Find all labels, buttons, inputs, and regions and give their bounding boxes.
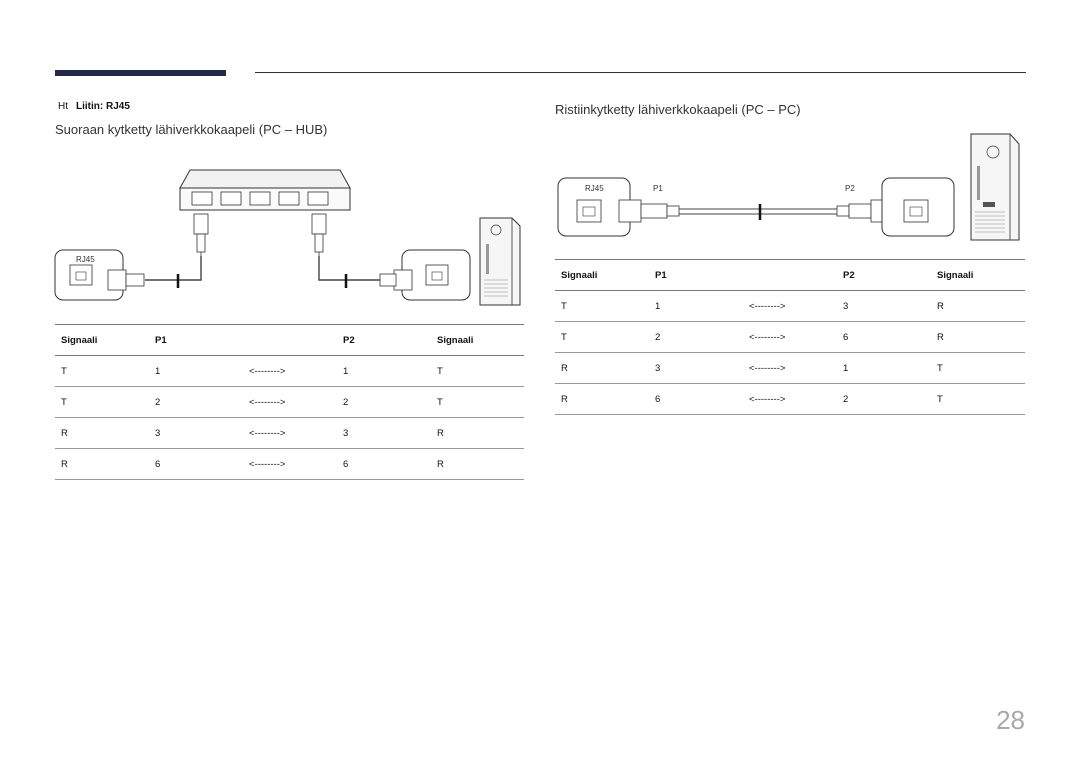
table-cell: T	[555, 321, 649, 353]
table-row: T 2 <--------> 6 R	[555, 321, 1025, 353]
header-cell	[743, 259, 837, 291]
table-cell: <-------->	[243, 386, 337, 418]
table-row: T 1 <--------> 1 T	[55, 355, 524, 387]
table-cell: 2	[149, 386, 243, 418]
table-cell: 1	[337, 355, 431, 387]
rj45-label-left: RJ45	[76, 255, 95, 264]
table-cell: 2	[837, 383, 931, 415]
table-row: R 3 <--------> 3 R	[55, 417, 524, 449]
page-number: 28	[996, 705, 1025, 735]
table-cell: 2	[649, 321, 743, 353]
table-cell: R	[431, 417, 524, 449]
header-accent-bar	[55, 70, 226, 76]
table-cell: <-------->	[743, 352, 837, 384]
left-signal-table: Signaali P1 P2 Signaali T 1 <--------> 1…	[55, 324, 524, 480]
header-cell: P2	[337, 324, 431, 356]
right-section-title: Ristiinkytketty lähiverkkokaapeli (PC – …	[555, 102, 801, 117]
table-row: R 6 <--------> 2 T	[555, 383, 1025, 415]
rj45-port-box-p2	[881, 177, 955, 237]
pc-tower-left-diagram	[479, 217, 521, 306]
crossover-cable	[679, 204, 847, 220]
table-cell: <-------->	[743, 383, 837, 415]
table-cell: T	[931, 383, 1025, 415]
table-cell: <-------->	[243, 417, 337, 449]
table-cell: R	[555, 352, 649, 384]
header-rule	[255, 72, 1026, 73]
rj45-label-right: RJ45	[585, 184, 604, 193]
table-cell: 3	[837, 290, 931, 322]
table-cell: T	[931, 352, 1025, 384]
rj45-port-box-p1	[557, 177, 631, 237]
table-header-row: Signaali P1 P2 Signaali	[55, 324, 524, 356]
table-header-row: Signaali P1 P2 Signaali	[555, 259, 1025, 291]
plug-p1	[618, 199, 680, 223]
cable-left	[145, 256, 202, 281]
table-cell: T	[431, 355, 524, 387]
pc-tower-right-diagram	[970, 133, 1020, 241]
header-cell	[243, 324, 337, 356]
table-cell: <-------->	[243, 448, 337, 480]
header-cell: Signaali	[555, 259, 649, 291]
header-cell: P1	[649, 259, 743, 291]
table-cell: T	[55, 386, 149, 418]
table-row: T 1 <--------> 3 R	[555, 290, 1025, 322]
p2-label: P2	[845, 184, 855, 193]
right-signal-table: Signaali P1 P2 Signaali T 1 <--------> 3…	[555, 259, 1025, 415]
header-cell: Signaali	[931, 259, 1025, 291]
table-cell: <-------->	[743, 321, 837, 353]
left-section-title: Suoraan kytketty lähiverkkokaapeli (PC –…	[55, 122, 328, 137]
connector-label: Ht Liitin: RJ45	[58, 101, 130, 112]
table-cell: 2	[337, 386, 431, 418]
table-cell: 1	[837, 352, 931, 384]
table-cell: 6	[649, 383, 743, 415]
table-cell: R	[931, 290, 1025, 322]
header-cell: P1	[149, 324, 243, 356]
rj45-port-box-left	[54, 249, 145, 301]
table-cell: 3	[337, 417, 431, 449]
table-cell: 3	[149, 417, 243, 449]
table-cell: R	[431, 448, 524, 480]
table-cell: <-------->	[243, 355, 337, 387]
table-cell: 6	[337, 448, 431, 480]
table-cell: 6	[149, 448, 243, 480]
table-cell: 3	[649, 352, 743, 384]
p1-label: P1	[653, 184, 663, 193]
connector-label-prefix: Ht	[58, 101, 68, 112]
rj45-port-box-right	[379, 249, 471, 301]
table-cell: 1	[649, 290, 743, 322]
pc-hub-diagram: RJ45	[54, 169, 521, 306]
table-cell: R	[55, 448, 149, 480]
header-cell: Signaali	[431, 324, 524, 356]
table-cell: T	[55, 355, 149, 387]
hub-device	[179, 169, 351, 211]
table-row: T 2 <--------> 2 T	[55, 386, 524, 418]
header-cell: P2	[837, 259, 931, 291]
header-cell: Signaali	[55, 324, 149, 356]
table-cell: 1	[149, 355, 243, 387]
connector-label-text: Liitin: RJ45	[76, 101, 130, 112]
table-cell: <-------->	[743, 290, 837, 322]
table-cell: R	[555, 383, 649, 415]
table-cell: T	[431, 386, 524, 418]
pc-pc-diagram: RJ45 P1 P2	[557, 133, 1020, 241]
table-cell: 6	[837, 321, 931, 353]
table-cell: T	[555, 290, 649, 322]
table-cell: R	[931, 321, 1025, 353]
table-row: R 6 <--------> 6 R	[55, 448, 524, 480]
cable-right	[318, 256, 385, 281]
table-row: R 3 <--------> 1 T	[555, 352, 1025, 384]
table-cell: R	[55, 417, 149, 449]
